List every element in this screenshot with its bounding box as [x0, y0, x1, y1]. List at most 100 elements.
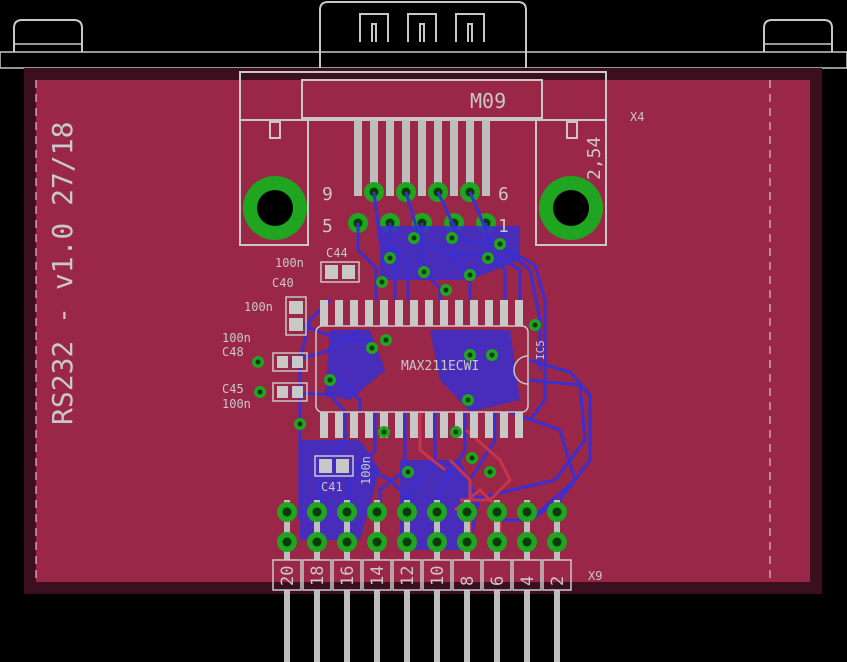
capacitor-pad: [292, 356, 303, 368]
header-pin-shaft: [284, 500, 290, 560]
via-hole: [327, 377, 333, 383]
header-leg: [284, 590, 290, 662]
header-hole: [372, 507, 382, 517]
via-hole: [421, 269, 427, 275]
capacitor: [314, 455, 354, 477]
header-leg: [494, 590, 500, 662]
board-title: RS232 - v1.0 27/18: [46, 122, 79, 425]
ic-pad-top: [485, 300, 493, 326]
header-hole: [432, 507, 442, 517]
capacitor-outline: [272, 382, 308, 402]
ic-pad-top: [380, 300, 388, 326]
ic-pad-top: [470, 300, 478, 326]
header-cell: [542, 559, 572, 591]
db9-ref-label: X4: [630, 110, 644, 124]
capacitor-pad: [325, 265, 338, 279]
via-hole: [489, 352, 495, 358]
capacitor-group: [272, 261, 360, 477]
header-leg: [344, 590, 350, 662]
header-pin-number: 14: [368, 566, 388, 586]
header-hole: [312, 537, 322, 547]
header-pin-shaft: [494, 500, 500, 560]
via-hole: [469, 455, 475, 461]
via-hole: [443, 287, 449, 293]
c41-ref: C41: [321, 480, 343, 494]
header-cell: [392, 559, 422, 591]
header-hole: [342, 507, 352, 517]
db9-pin1-label: 1: [498, 216, 509, 237]
via-hole: [257, 389, 263, 395]
header-hole: [312, 507, 322, 517]
bottom-fill-zone: [430, 330, 520, 412]
capacitor-pad: [277, 356, 288, 368]
ic-pad-top: [425, 300, 433, 326]
capacitor-pad: [336, 459, 349, 473]
ic-pad-bottom: [425, 412, 433, 438]
top-trace: [418, 412, 446, 472]
header-cell: [512, 559, 542, 591]
header-cell: [332, 559, 362, 591]
header-pin-shaft: [314, 500, 320, 560]
ic-pad-top: [335, 300, 343, 326]
capacitor-outline: [285, 296, 307, 336]
via-hole: [379, 279, 385, 285]
via-hole: [405, 469, 411, 475]
capacitor-pad: [342, 265, 355, 279]
header-pin-shaft: [374, 500, 380, 560]
db9-leg: [370, 120, 378, 196]
via-hole: [497, 241, 503, 247]
db9-name-label: M09: [470, 89, 506, 113]
header-hole: [282, 507, 292, 517]
capacitor-outline: [320, 261, 360, 283]
c45-value: 100n: [222, 397, 251, 411]
ic-part-label: MAX211ECWI: [401, 359, 479, 374]
ic-pad-top: [500, 300, 508, 326]
ic-pad-bottom: [515, 412, 523, 438]
header-hole: [432, 537, 442, 547]
capacitor: [320, 261, 360, 283]
header-pin-number: 18: [308, 566, 328, 586]
db9-pin6-label: 6: [498, 184, 509, 205]
via-hole: [467, 352, 473, 358]
ic-pad-top: [455, 300, 463, 326]
via-hole: [485, 255, 491, 261]
db9-leg: [482, 120, 490, 196]
ic-pad-top: [395, 300, 403, 326]
header-hole: [522, 507, 532, 517]
header-leg: [374, 590, 380, 662]
ic-pad-top: [350, 300, 358, 326]
c45-ref: C45: [222, 382, 244, 396]
header-leg: [404, 590, 410, 662]
via-hole: [453, 429, 459, 435]
via-hole: [381, 429, 387, 435]
header-cell: [482, 559, 512, 591]
capacitor-outline: [314, 455, 354, 477]
pitch-label: 2,54: [584, 137, 605, 180]
via-hole: [411, 235, 417, 241]
c44-ref: C44: [326, 246, 348, 260]
ic-max211: [315, 300, 529, 438]
header-pin-number: 16: [338, 566, 358, 586]
header-hole: [492, 537, 502, 547]
via-hole: [465, 397, 471, 403]
header-hole: [492, 507, 502, 517]
via-hole: [449, 235, 455, 241]
db9-pin9-label: 9: [322, 184, 333, 205]
board-top-edge: [0, 51, 847, 69]
via-hole: [369, 345, 375, 351]
ic-pad-bottom: [410, 412, 418, 438]
ic-pad-bottom: [350, 412, 358, 438]
ic-pad-top: [320, 300, 328, 326]
header-hole: [462, 507, 472, 517]
via-hole: [467, 272, 473, 278]
mount-tab-left: [13, 19, 83, 52]
header-leg: [554, 590, 560, 662]
header-pin-number: 4: [518, 576, 538, 586]
db9-leg: [466, 120, 474, 196]
capacitor-pad: [292, 386, 303, 398]
header-leg: [524, 590, 530, 662]
c44-value: 100n: [275, 256, 304, 270]
bottom-trace: [469, 378, 587, 502]
capacitor: [272, 352, 308, 372]
